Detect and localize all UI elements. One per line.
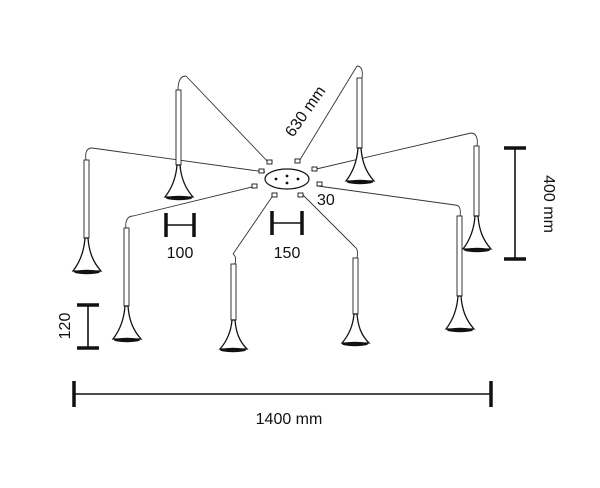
- canopy-diameter-dimension: 150: [270, 211, 304, 262]
- ceiling-canopy: [264, 168, 310, 190]
- cable-length-label: 630 mm: [282, 83, 329, 140]
- total-width-dimension: 1400 mm: [72, 381, 493, 428]
- pendant-lamp: [111, 215, 143, 343]
- pendant-lamp: [71, 147, 103, 275]
- shade-height-dimension: 120: [57, 303, 99, 350]
- suspension-wires: [91, 65, 472, 255]
- shade-diameter-dimension: 100: [164, 213, 196, 262]
- shade-height-label: 120: [57, 313, 74, 340]
- canopy-diameter-label: 150: [274, 245, 301, 262]
- canopy-depth-label: 30: [317, 192, 335, 209]
- canopy-fittings: [251, 158, 323, 198]
- pendant-lamp: [461, 132, 493, 253]
- total-width-label: 1400 mm: [256, 411, 323, 428]
- pendant-lamp: [218, 253, 249, 353]
- pendant-lamp: [340, 246, 371, 347]
- shade-diameter-label: 100: [167, 245, 194, 262]
- pendant-lamp: [344, 65, 376, 185]
- pendant-lamp: [163, 75, 195, 201]
- pendant-lamp: [444, 204, 476, 333]
- height-label: 400 mm: [540, 175, 557, 233]
- height-dimension: 400 mm: [504, 146, 557, 261]
